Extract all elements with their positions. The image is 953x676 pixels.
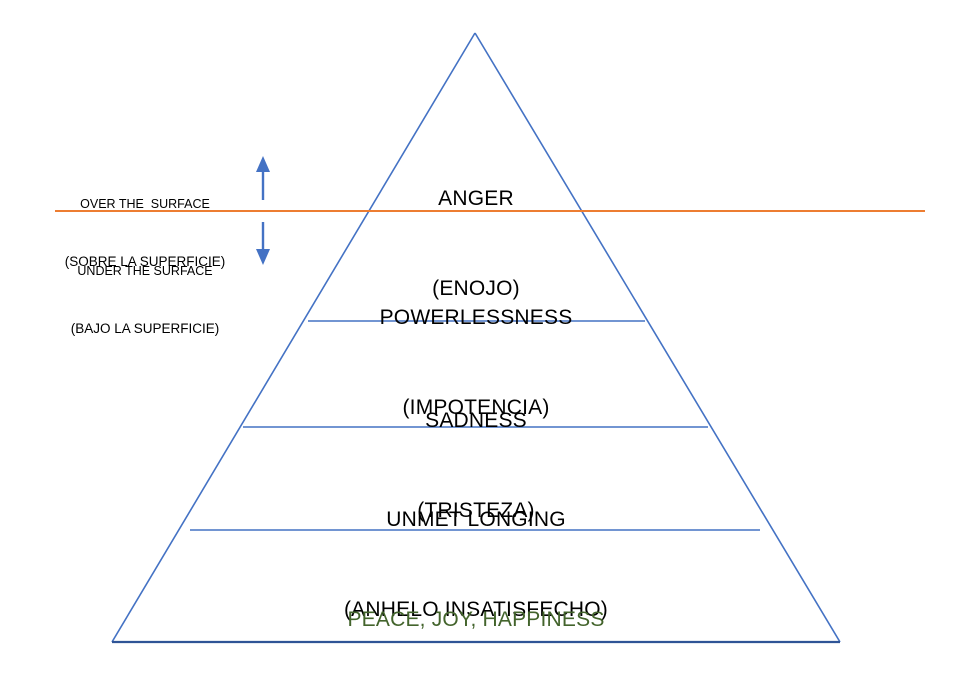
side-label-spanish: (SOBRE LA SUPERFICIE) [64,254,226,269]
side-label-english: OVER THE SURFACE [80,197,210,211]
side-label-english: UNDER THE SURFACE [77,264,213,278]
side-label-spanish: (BAJO LA SUPERFICIE) [70,321,220,336]
side-label-over-the-surface: OVER THE SURFACE (SOBRE LA SUPERFICIE) [40,157,250,309]
side-label-under-the-surface: UNDER THE SURFACE (BAJO LA SUPERFICIE) [40,224,250,376]
up-arrow-icon [256,156,270,200]
pyramid-right-edge [474,32,841,643]
down-arrow-icon [256,222,270,265]
pyramid-left-edge [111,32,476,643]
